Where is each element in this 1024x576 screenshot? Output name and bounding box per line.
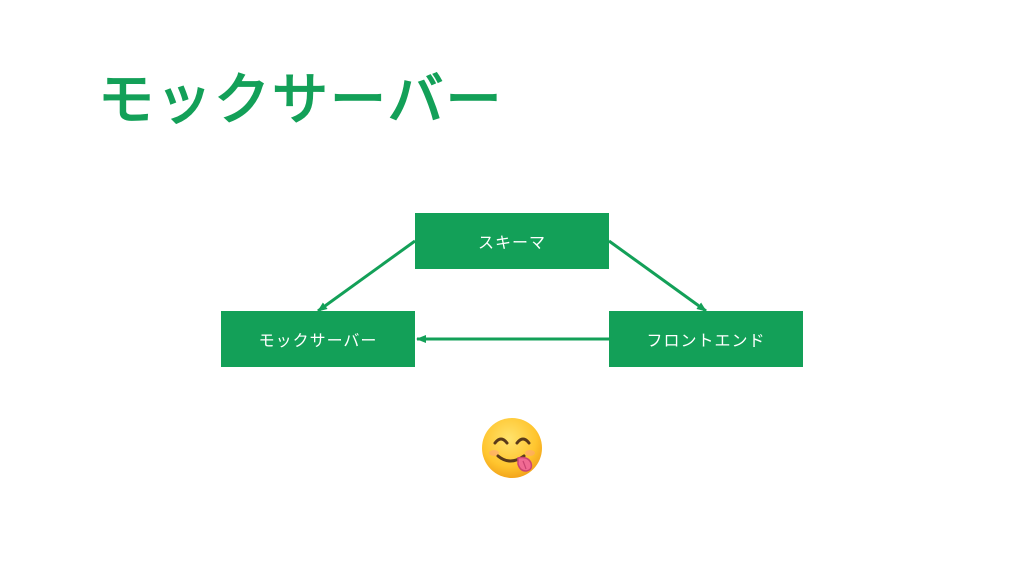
schema-node-label: スキーマ <box>477 233 546 252</box>
edge-schema-to-frontend <box>608 239 707 313</box>
edge-schema-to-mock-server <box>317 239 416 313</box>
mock-server-node: モックサーバー <box>221 311 415 367</box>
slide-title: モックサーバー <box>98 68 504 133</box>
schema-node: スキーマ <box>415 213 609 269</box>
face-savoring-food-icon <box>482 418 542 478</box>
mock-server-node-label: モックサーバー <box>258 331 378 350</box>
frontend-node-label: フロントエンド <box>646 331 766 350</box>
frontend-node: フロントエンド <box>609 311 803 367</box>
